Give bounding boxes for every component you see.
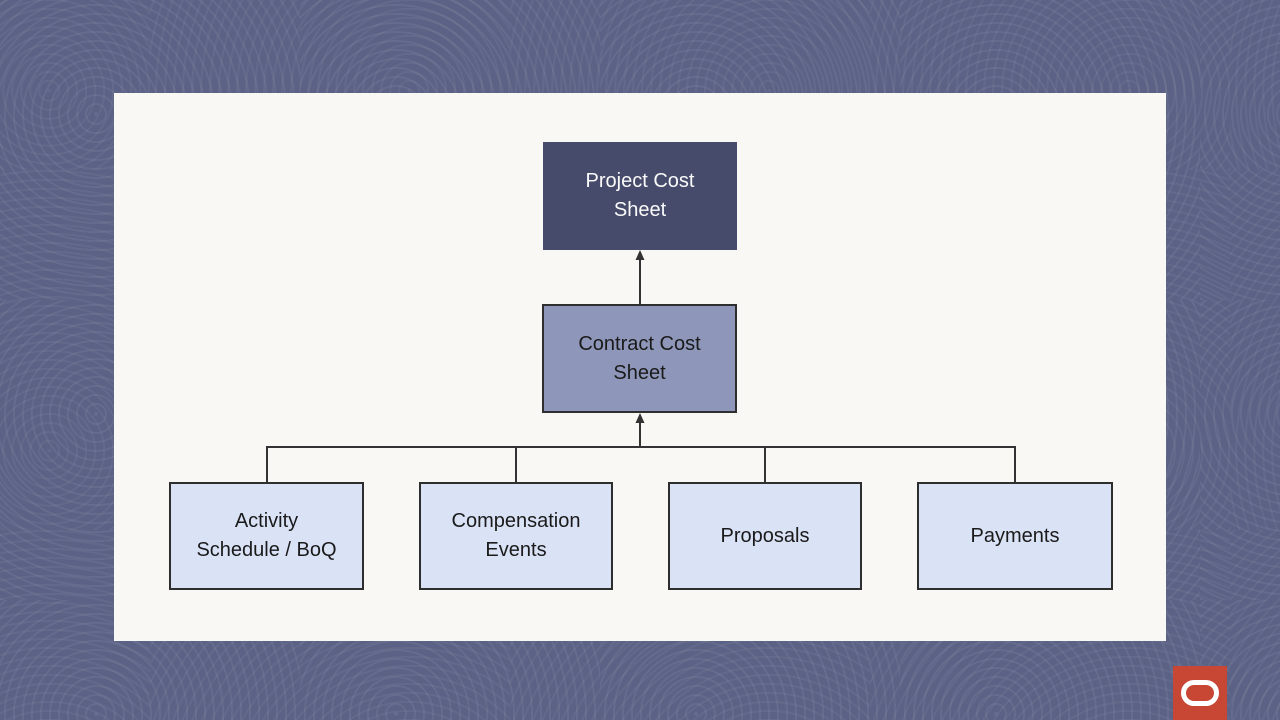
node-compensation-events: Compensation Events — [419, 482, 613, 590]
node-activity-schedule-boq: Activity Schedule / BoQ — [169, 482, 364, 590]
node-label: Project Cost Sheet — [585, 170, 695, 221]
node-project-cost-sheet: Project Cost Sheet — [543, 142, 737, 250]
node-label: Contract Cost Sheet — [578, 332, 701, 384]
node-proposals: Proposals — [668, 482, 862, 590]
node-label: Payments — [970, 524, 1060, 547]
node-label: Compensation Events — [451, 510, 581, 561]
slide-card: Project Cost Sheet Contract Cost Sheet A… — [114, 93, 1166, 641]
node-label: Activity Schedule / BoQ — [196, 510, 337, 561]
node-contract-cost-sheet: Contract Cost Sheet — [542, 304, 737, 413]
node-payments: Payments — [917, 482, 1113, 590]
node-label: Proposals — [720, 524, 810, 547]
oracle-logo — [1173, 666, 1227, 720]
oracle-o-icon — [1181, 680, 1219, 706]
